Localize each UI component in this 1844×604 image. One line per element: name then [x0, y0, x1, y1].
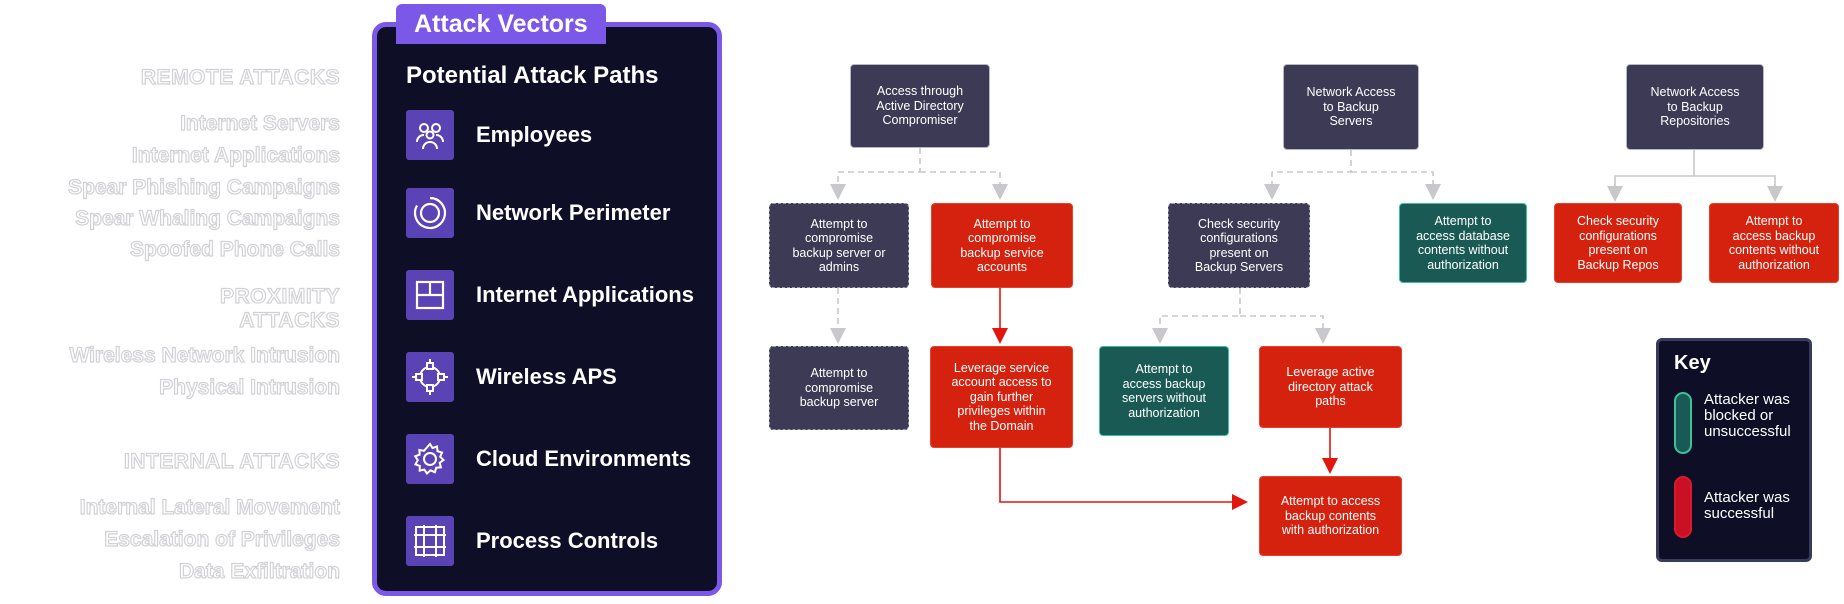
layout-icon [406, 270, 454, 320]
vector-wireless-aps: Wireless APS [406, 352, 617, 402]
connector [999, 448, 1248, 510]
connector [1351, 171, 1441, 200]
legend-swatch-blocked [1674, 392, 1692, 454]
category-item: Internet Applications [131, 143, 340, 167]
category-item: Spoofed Phone Calls [129, 237, 340, 261]
connector [1264, 150, 1352, 200]
gear-icon [406, 434, 454, 484]
attack-categories: REMOTE ATTACKS Internet Servers Internet… [0, 0, 340, 604]
vector-label: Cloud Environments [476, 446, 692, 471]
category-item: Internet Servers [179, 111, 340, 135]
category-item: Spear Whaling Campaigns [75, 206, 341, 230]
vector-label: Employees [476, 122, 593, 147]
vector-label: Wireless APS [476, 364, 617, 389]
vector-cloud-environments: Cloud Environments [406, 434, 691, 484]
vector-internet-applications: Internet Applications [406, 270, 694, 320]
connector [1152, 288, 1241, 344]
vector-label: Internet Applications [476, 282, 694, 307]
grid-icon [406, 516, 454, 566]
category-item: Wireless Network Intrusion [69, 343, 341, 367]
perimeter-icon [406, 188, 454, 238]
connector [830, 148, 921, 200]
category-item: Physical Intrusion [159, 375, 341, 399]
vector-label: Network Perimeter [476, 200, 671, 225]
connector [920, 171, 1008, 200]
legend-swatch-successful [1674, 476, 1692, 538]
category-remote-attacks: REMOTE ATTACKS [140, 65, 340, 89]
connector [1694, 175, 1783, 202]
users-icon [406, 110, 454, 160]
category-item: Spear Phishing Campaigns [67, 175, 340, 199]
category-internal-attacks: INTERNAL ATTACKS [123, 449, 340, 473]
vector-process-controls: Process Controls [406, 516, 658, 566]
connector [1240, 315, 1331, 344]
category-proximity-line1: PROXIMITY [219, 284, 340, 308]
network-nodes-icon [406, 352, 454, 402]
panel-subtitle: Potential Attack Paths [406, 62, 659, 89]
vector-employees: Employees [406, 110, 592, 160]
vector-label: Process Controls [476, 528, 659, 553]
panel-title-tab: Attack Vectors [396, 4, 606, 44]
category-item: Escalation of Privileges [104, 527, 341, 551]
connector [1607, 150, 1695, 202]
legend-title: Key [1674, 352, 1711, 374]
category-item: Internal Lateral Movement [79, 495, 340, 519]
category-item: Data Exfiltration [178, 559, 340, 583]
vector-network-perimeter: Network Perimeter [406, 188, 670, 238]
category-proximity-line2: ATTACKS [239, 308, 340, 332]
